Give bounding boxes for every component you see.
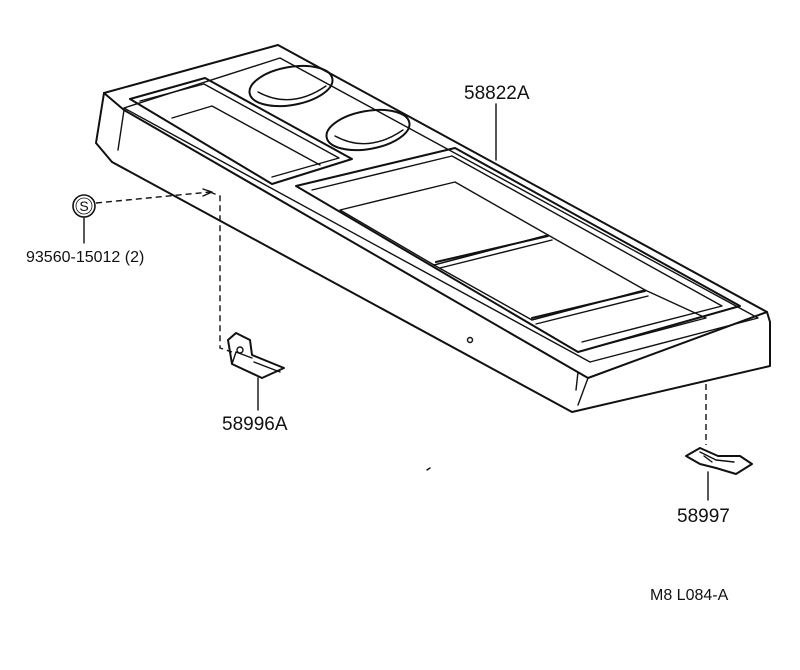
- console-tray-main: [295, 147, 741, 353]
- mount-hole: [466, 336, 474, 344]
- console-box: [95, 44, 771, 413]
- stray-mark: [426, 467, 431, 471]
- cup-holder-2: [325, 108, 411, 152]
- screw-arrow-icon: [202, 188, 213, 197]
- label-bracket-left-part: 58996A: [222, 414, 288, 435]
- bracket-right: [685, 447, 753, 475]
- screw-symbol: S: [72, 194, 96, 218]
- cup-holder-1: [248, 64, 334, 108]
- diagram-code: M8 L084-A: [650, 587, 729, 604]
- assembly-dash-left: [209, 191, 233, 353]
- label-screw-part: 93560-15012 (2): [26, 249, 144, 266]
- bracket-left: [227, 332, 285, 379]
- label-console-part: 58822A: [464, 83, 530, 104]
- label-bracket-right-part: 58997: [677, 506, 730, 527]
- screw-symbol-letter: S: [79, 198, 88, 214]
- screw-dash-line: [95, 191, 211, 204]
- console-tray-left: [129, 77, 353, 185]
